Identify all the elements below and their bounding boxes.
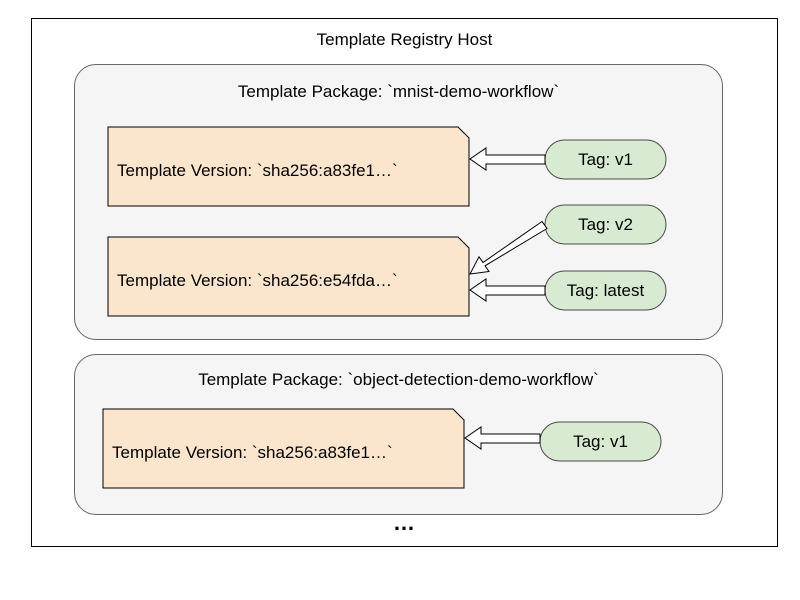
package-title-object-detection: Template Package: `object-detection-demo… — [198, 370, 599, 389]
package-title-mnist: Template Package: `mnist-demo-workflow` — [237, 82, 560, 101]
tag-label-mnist-latest: Tag: latest — [566, 281, 645, 300]
version-box-objdet-1 — [102, 408, 465, 489]
more-packages-ellipsis: … — [393, 510, 416, 535]
arrow-mnist-v2 — [469, 220, 548, 275]
tag-label-objdet-v1: Tag: v1 — [573, 432, 628, 451]
tag-pill-mnist-v2 — [544, 204, 667, 245]
registry-host-title: Template Registry Host — [316, 30, 493, 49]
tag-label-mnist-v2: Tag: v2 — [578, 215, 633, 234]
version-label-objdet-1: Template Version: `sha256:a83fe1…` — [112, 443, 393, 462]
version-box-mnist-1 — [107, 126, 470, 207]
version-label-mnist-1: Template Version: `sha256:a83fe1…` — [117, 161, 398, 180]
arrow-mnist-v1 — [469, 147, 546, 171]
version-box-mnist-2 — [107, 236, 470, 317]
arrow-mnist-latest — [469, 278, 546, 302]
version-label-mnist-2: Template Version: `sha256:e54fda…` — [117, 271, 398, 290]
arrow-objdet-v1 — [464, 426, 541, 450]
tag-label-mnist-v1: Tag: v1 — [578, 150, 633, 169]
